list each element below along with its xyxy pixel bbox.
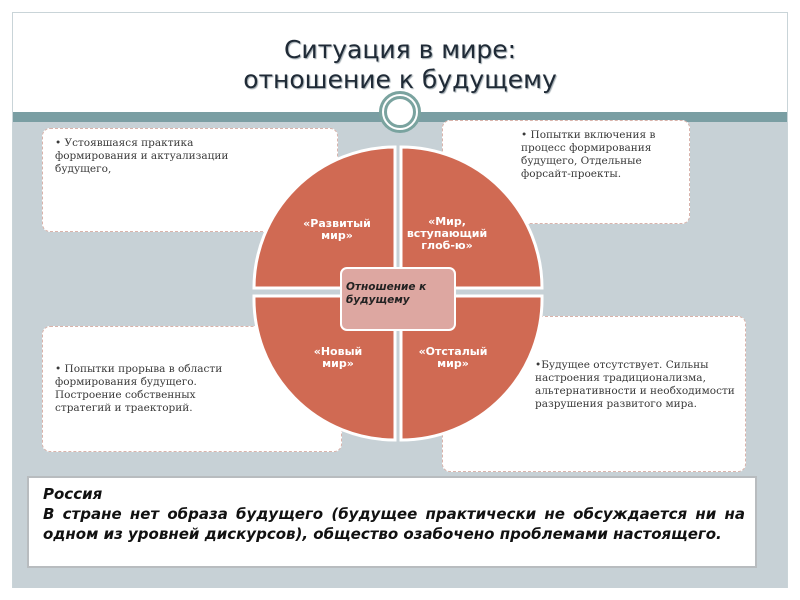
center-label: Отношение к будущему bbox=[346, 281, 427, 306]
quadrant-label-new-world: «Новый мир» bbox=[313, 345, 363, 370]
note-text-new-world: • Попытки прорыва в области формирования… bbox=[55, 363, 223, 414]
quadrant-label-backward-world: «Отсталый мир» bbox=[418, 345, 488, 370]
decorative-ring-icon bbox=[379, 91, 421, 133]
note-text-developed-world: • Устоявшаяся практика формирования и ак… bbox=[55, 137, 229, 175]
quadrant-bottom-left bbox=[252, 294, 397, 442]
russia-text: В стране нет образа будущего (будущее пр… bbox=[43, 505, 745, 543]
note-text-globalizing-world: • Попытки включения в процесс формирован… bbox=[521, 129, 656, 180]
russia-heading: Россия bbox=[43, 485, 103, 503]
quadrant-top-right bbox=[399, 145, 544, 290]
quadrant-bottom-right bbox=[399, 294, 544, 442]
quadrant-label-globalizing-world: «Мир, вступающий глоб-ю» bbox=[406, 215, 488, 252]
slide-title-line-2: отношение к будущему bbox=[243, 65, 557, 94]
center-box bbox=[340, 267, 456, 331]
slide-title-line-1: Ситуация в мире: bbox=[283, 35, 517, 64]
quadrant-label-developed-world: «Развитый мир» bbox=[303, 217, 371, 242]
russia-summary-box: Россия В стране нет образа будущего (буд… bbox=[27, 476, 757, 568]
note-text-backward-world: •Будущее отсутствует. Сильны настроения … bbox=[535, 359, 735, 410]
quadrant-top-left bbox=[252, 145, 397, 290]
